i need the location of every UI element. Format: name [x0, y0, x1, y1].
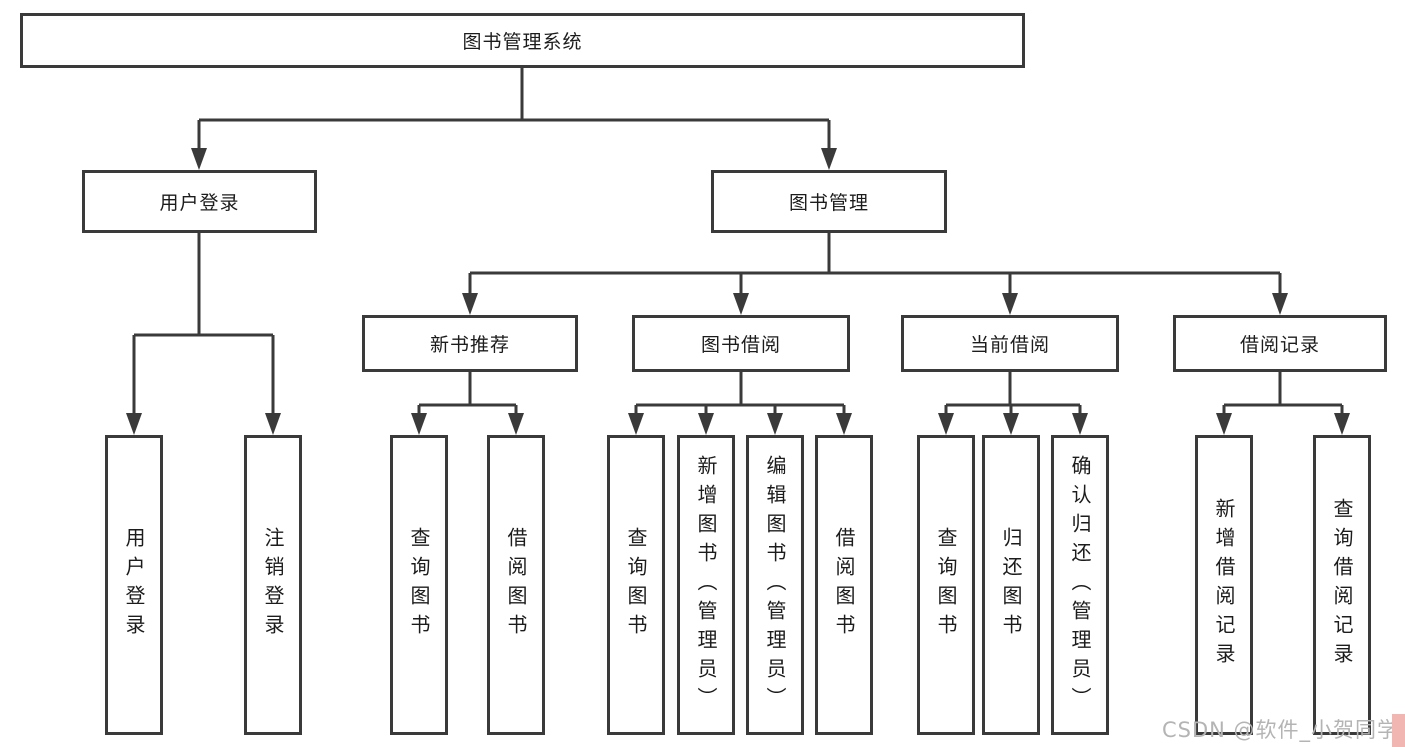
leaf-query-borrow-record: 查询借阅记录 [1313, 435, 1371, 735]
arrowhead-icon [628, 413, 644, 435]
corner-accent [1392, 714, 1405, 747]
arrowhead-icon [191, 148, 207, 170]
node-label: 编辑图书（管理员） [763, 454, 787, 716]
node-label: 图书借阅 [700, 334, 781, 356]
node-label: 借阅记录 [1239, 334, 1320, 356]
node-label: 查询图书 [407, 527, 431, 643]
leaf-logout: 注销登录 [244, 435, 302, 735]
connector-records-to-leaves [1222, 372, 1344, 416]
arrowhead-icon [1002, 293, 1018, 315]
leaf-return-books: 归还图书 [982, 435, 1040, 735]
leaf-borrow-books-2: 借阅图书 [815, 435, 873, 735]
arrowhead-icon [508, 413, 524, 435]
arrowhead-icon [1216, 413, 1232, 435]
leaf-edit-books-admin: 编辑图书（管理员） [746, 435, 804, 735]
connector-root-to-level2 [197, 68, 831, 150]
node-book-management: 图书管理 [711, 170, 947, 233]
leaf-user-login: 用户登录 [105, 435, 163, 735]
arrowhead-icon [411, 413, 427, 435]
node-new-book-recommend: 新书推荐 [362, 315, 578, 372]
node-label: 新增图书（管理员） [694, 454, 718, 716]
node-label: 借阅图书 [832, 527, 856, 643]
node-user-login: 用户登录 [82, 170, 317, 233]
node-label: 借阅图书 [504, 527, 528, 643]
node-label: 用户登录 [122, 527, 146, 643]
arrowhead-icon [821, 148, 837, 170]
node-borrow-records: 借阅记录 [1173, 315, 1387, 372]
node-label: 注销登录 [261, 527, 285, 643]
arrowhead-icon [126, 413, 142, 435]
node-label: 用户登录 [159, 192, 240, 214]
arrowhead-icon [1003, 413, 1019, 435]
node-label: 查询借阅记录 [1330, 498, 1354, 672]
connector-userlogin-to-leaves [132, 233, 275, 416]
arrowhead-icon [1272, 293, 1288, 315]
arrowhead-icon [265, 413, 281, 435]
node-label: 归还图书 [999, 527, 1023, 643]
arrowhead-icon [836, 413, 852, 435]
watermark-text: CSDN @软件_小贺同学 [1162, 718, 1400, 742]
node-label: 新书推荐 [429, 334, 510, 356]
connector-bookmgmt-to-level3 [468, 233, 1282, 296]
node-current-borrow: 当前借阅 [901, 315, 1119, 372]
node-label: 确认归还（管理员） [1068, 454, 1092, 716]
arrowhead-icon [1072, 413, 1088, 435]
leaf-add-books-admin: 新增图书（管理员） [677, 435, 735, 735]
leaf-query-books-3: 查询图书 [917, 435, 975, 735]
arrowhead-icon [698, 413, 714, 435]
node-label: 图书管理系统 [462, 31, 583, 53]
node-root: 图书管理系统 [20, 13, 1025, 68]
leaf-query-books-2: 查询图书 [607, 435, 665, 735]
arrowhead-icon [938, 413, 954, 435]
arrowhead-icon [1334, 413, 1350, 435]
node-label: 当前借阅 [969, 334, 1050, 356]
leaf-query-books-1: 查询图书 [390, 435, 448, 735]
leaf-confirm-return-admin: 确认归还（管理员） [1051, 435, 1109, 735]
connector-currentborrow-to-leaves [944, 372, 1082, 416]
leaf-add-borrow-record: 新增借阅记录 [1195, 435, 1253, 735]
node-book-borrow: 图书借阅 [632, 315, 850, 372]
connector-newbooks-to-leaves [417, 372, 518, 416]
node-label: 图书管理 [788, 192, 869, 214]
node-label: 新增借阅记录 [1212, 498, 1236, 672]
node-label: 查询图书 [624, 527, 648, 643]
node-label: 查询图书 [934, 527, 958, 643]
arrowhead-icon [462, 293, 478, 315]
arrowhead-icon [767, 413, 783, 435]
leaf-borrow-books-1: 借阅图书 [487, 435, 545, 735]
arrowhead-icon [733, 293, 749, 315]
connector-bookborrow-to-leaves [634, 372, 846, 416]
